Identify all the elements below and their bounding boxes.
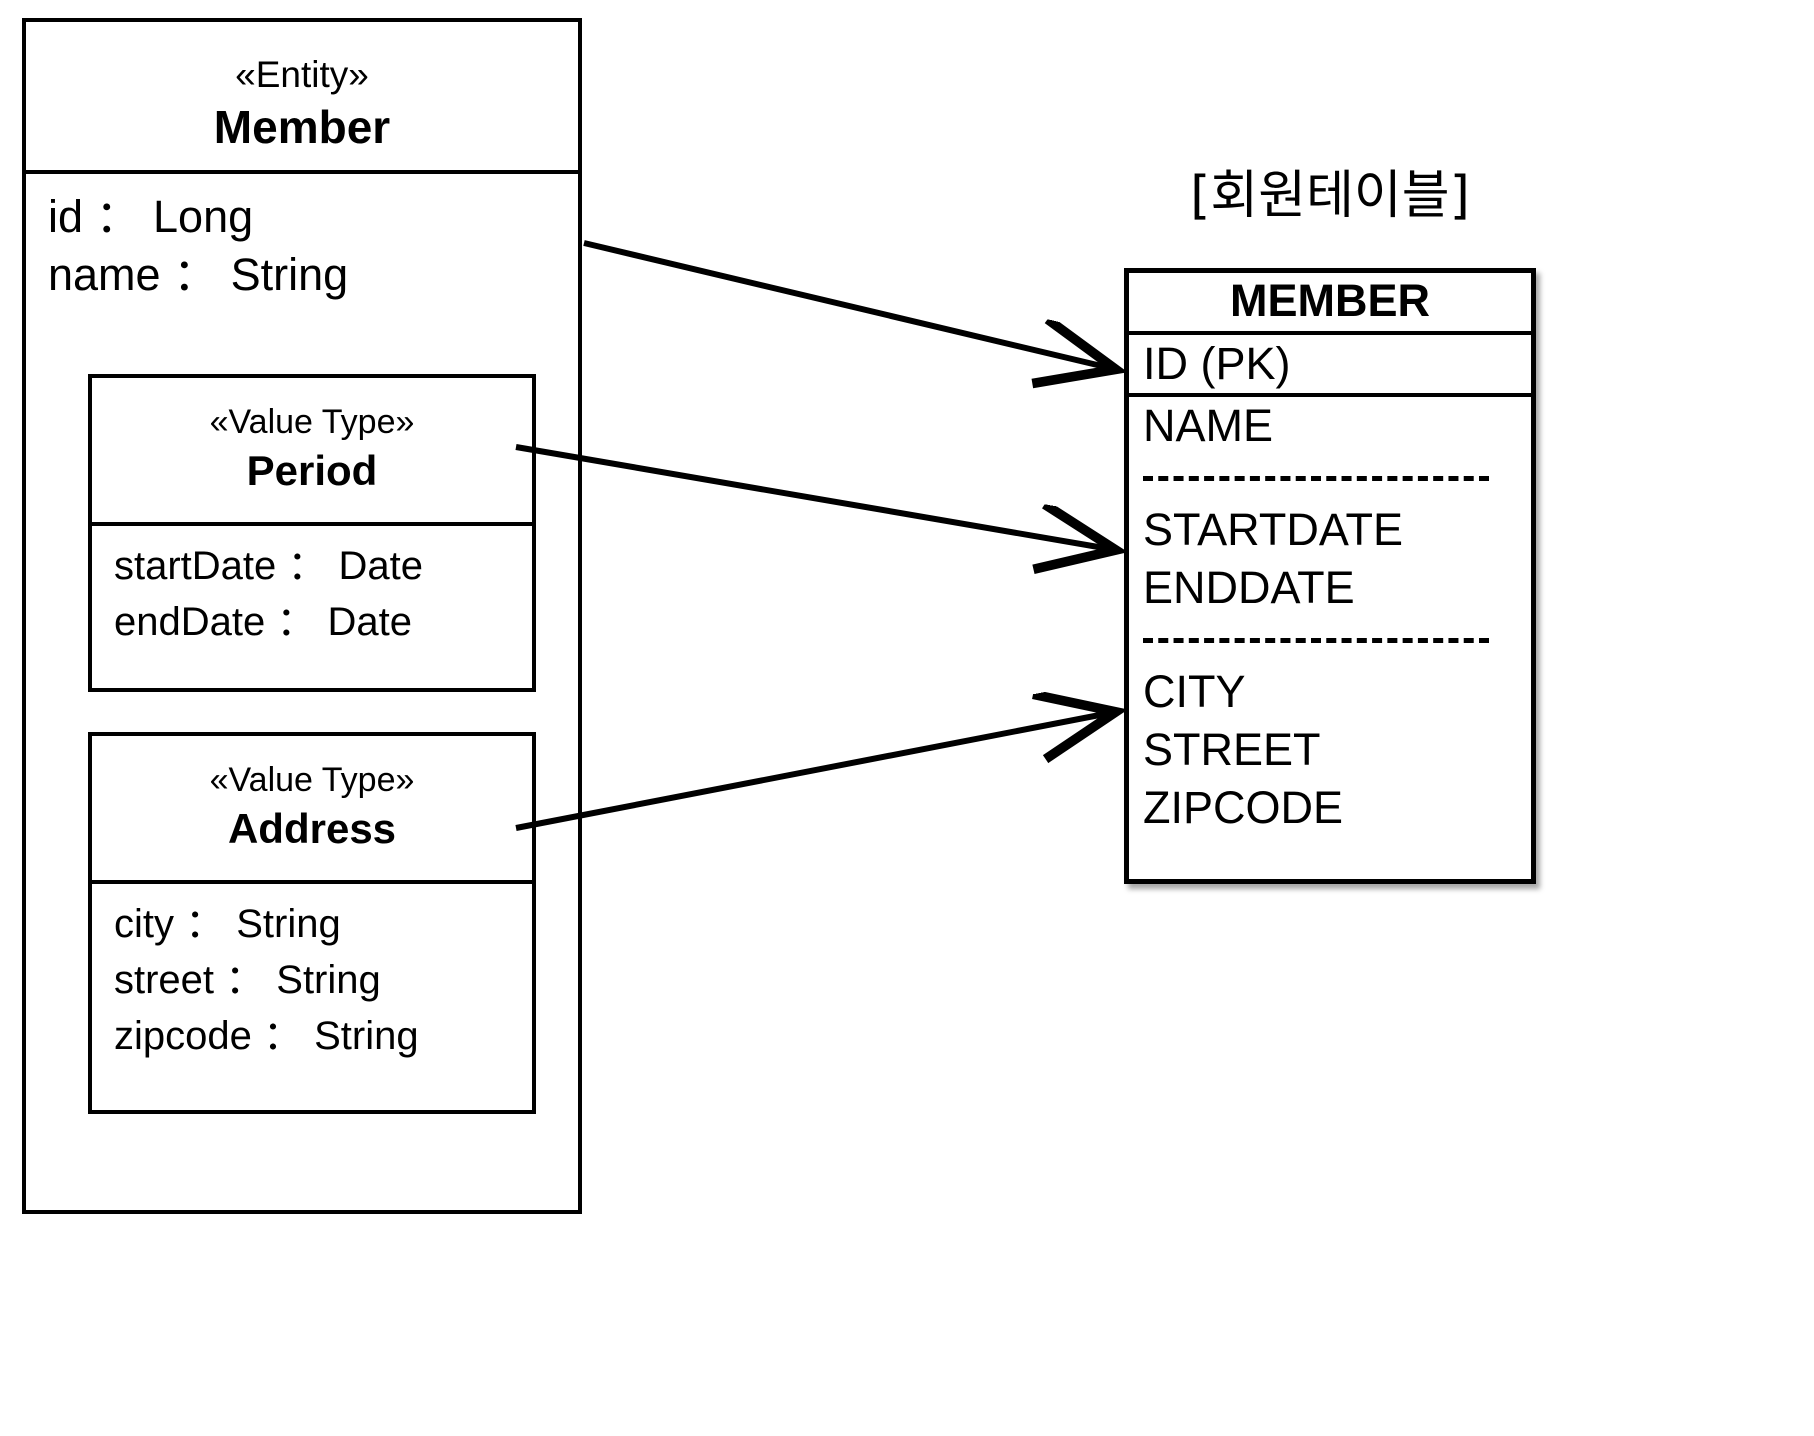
value-type-stereotype-period: «Value Type» [209, 403, 415, 441]
arrow-address-to-city [515, 713, 1110, 831]
value-type-header-period: «Value Type» Period [92, 378, 532, 526]
entity-attribute-name: name ： String [48, 249, 349, 300]
entity-stereotype-label: «Entity» [235, 54, 369, 95]
db-table-member: MEMBER ID (PK) NAME STARTDATE ENDDATE CI… [1124, 268, 1536, 884]
db-column-startdate: STARTDATE [1143, 504, 1404, 555]
db-column-name: NAME [1143, 400, 1274, 451]
arrow-period-to-startdate [515, 444, 1110, 549]
db-table-title: MEMBER [1129, 273, 1531, 335]
entity-attribute-list: id ： Long name ： String [26, 174, 578, 304]
db-table-caption: [회원테이블] [1190, 166, 1470, 226]
value-type-attribute-enddate: endDate ： Date [114, 600, 412, 644]
value-type-name-period: Period [246, 447, 378, 494]
arrow-member-to-id [583, 240, 1110, 368]
entity-attribute-id: id ： Long [48, 191, 254, 242]
entity-name-label: Member [213, 101, 391, 153]
db-column-list: NAME STARTDATE ENDDATE CITY STREET ZIPCO… [1129, 397, 1531, 837]
db-column-city: CITY [1143, 666, 1246, 717]
value-type-attribute-zipcode: zipcode ： String [114, 1014, 419, 1058]
db-column-enddate: ENDDATE [1143, 562, 1355, 613]
db-column-id: ID (PK) [1129, 335, 1531, 397]
db-column-zipcode: ZIPCODE [1143, 782, 1344, 833]
db-column-street: STREET [1143, 724, 1321, 775]
value-type-attribute-startdate: startDate ： Date [114, 544, 424, 588]
value-type-name-address: Address [227, 805, 397, 852]
value-type-attribute-list-period: startDate ： Date endDate ： Date [92, 526, 532, 650]
entity-header: «Entity» Member [26, 22, 578, 174]
value-type-header-address: «Value Type» Address [92, 736, 532, 884]
value-type-attribute-street: street ： String [114, 958, 381, 1002]
entity-box-member: «Entity» Member id ： Long name ： String … [22, 18, 582, 1214]
value-type-stereotype-address: «Value Type» [209, 761, 415, 799]
value-type-attribute-city: city ： String [114, 902, 341, 946]
db-group-separator-1 [1143, 455, 1531, 501]
value-type-box-period: «Value Type» Period startDate ： Date end… [88, 374, 536, 692]
value-type-box-address: «Value Type» Address city ： String stree… [88, 732, 536, 1114]
value-type-attribute-list-address: city ： String street ： String zipcode ： … [92, 884, 532, 1064]
db-group-separator-2 [1143, 617, 1531, 663]
